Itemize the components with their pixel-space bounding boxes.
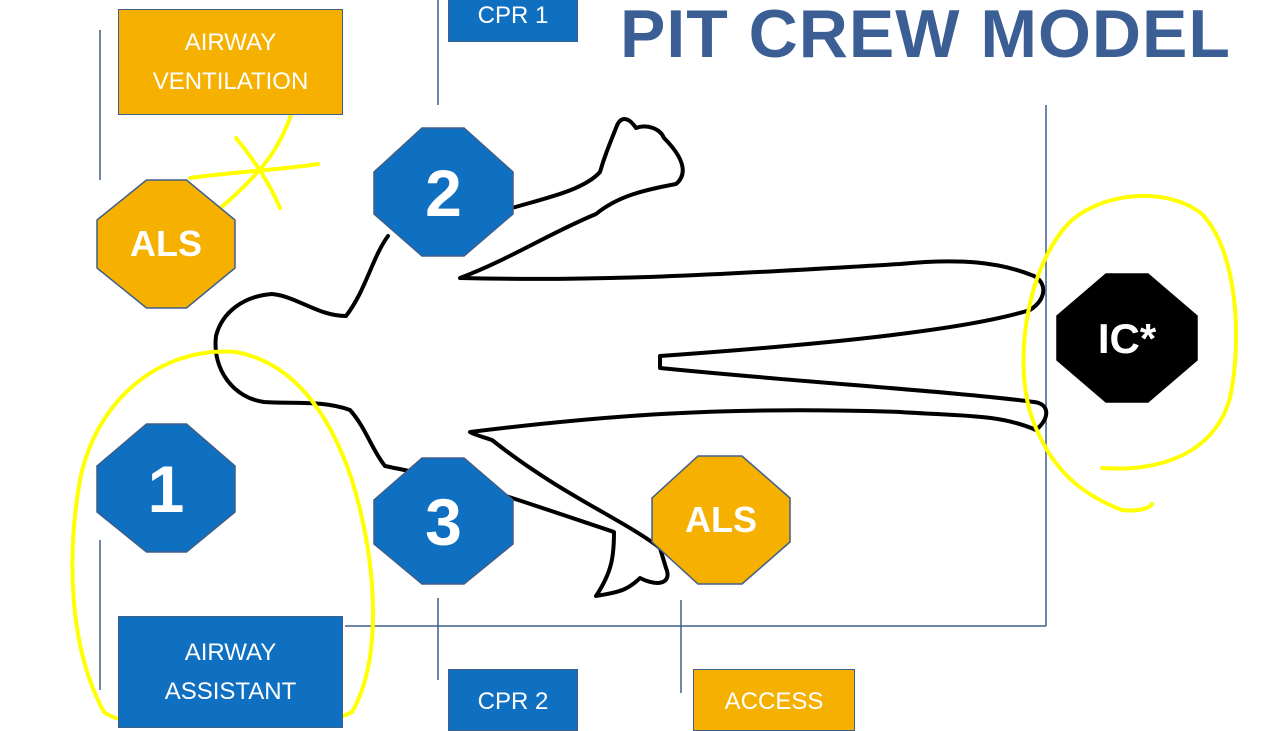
position-2-octagon xyxy=(373,127,514,257)
patient-body-outline xyxy=(213,117,1049,598)
als-bottom-octagon xyxy=(651,455,791,585)
asterisk-stroke xyxy=(216,110,294,212)
als-top-label: ALS xyxy=(130,223,202,264)
als-bottom-label: ALS xyxy=(685,499,757,540)
airway-assistant-line1: AIRWAY xyxy=(184,639,277,666)
access-box: ACCESS xyxy=(693,669,855,731)
position-1-octagon xyxy=(96,423,236,553)
cpr1-label: CPR 1 xyxy=(477,1,549,29)
highlight-circle-left xyxy=(70,349,375,720)
ic-label: IC* xyxy=(1097,315,1157,362)
airway-assistant-line2: ASSISTANT xyxy=(164,678,297,705)
airway-assistant-box: AIRWAY ASSISTANT xyxy=(118,616,343,728)
connector-lines xyxy=(99,0,1047,693)
cpr2-label: CPR 2 xyxy=(477,688,549,715)
cpr2-box: CPR 2 xyxy=(448,669,578,731)
page-title: PIT CREW MODEL xyxy=(620,0,1231,72)
asterisk-stroke xyxy=(188,162,320,180)
position-2-label: 2 xyxy=(425,156,462,230)
airway-ventilation-line2: VENTILATION xyxy=(152,68,309,95)
highlight-circle-right xyxy=(1021,193,1239,513)
airway-ventilation-box: AIRWAY VENTILATION xyxy=(118,9,343,115)
position-1-label: 1 xyxy=(147,452,185,526)
cpr1-box: CPR 1 xyxy=(448,0,578,42)
position-3-octagon xyxy=(373,457,514,585)
airway-ventilation-line1: AIRWAY xyxy=(184,29,277,56)
als-top-octagon xyxy=(96,179,236,309)
octagon-badges xyxy=(96,127,1198,585)
asterisk-mark xyxy=(188,110,320,212)
ic-octagon xyxy=(1056,273,1198,403)
position-3-label: 3 xyxy=(425,485,462,559)
access-label: ACCESS xyxy=(724,688,824,715)
asterisk-stroke xyxy=(234,136,282,210)
